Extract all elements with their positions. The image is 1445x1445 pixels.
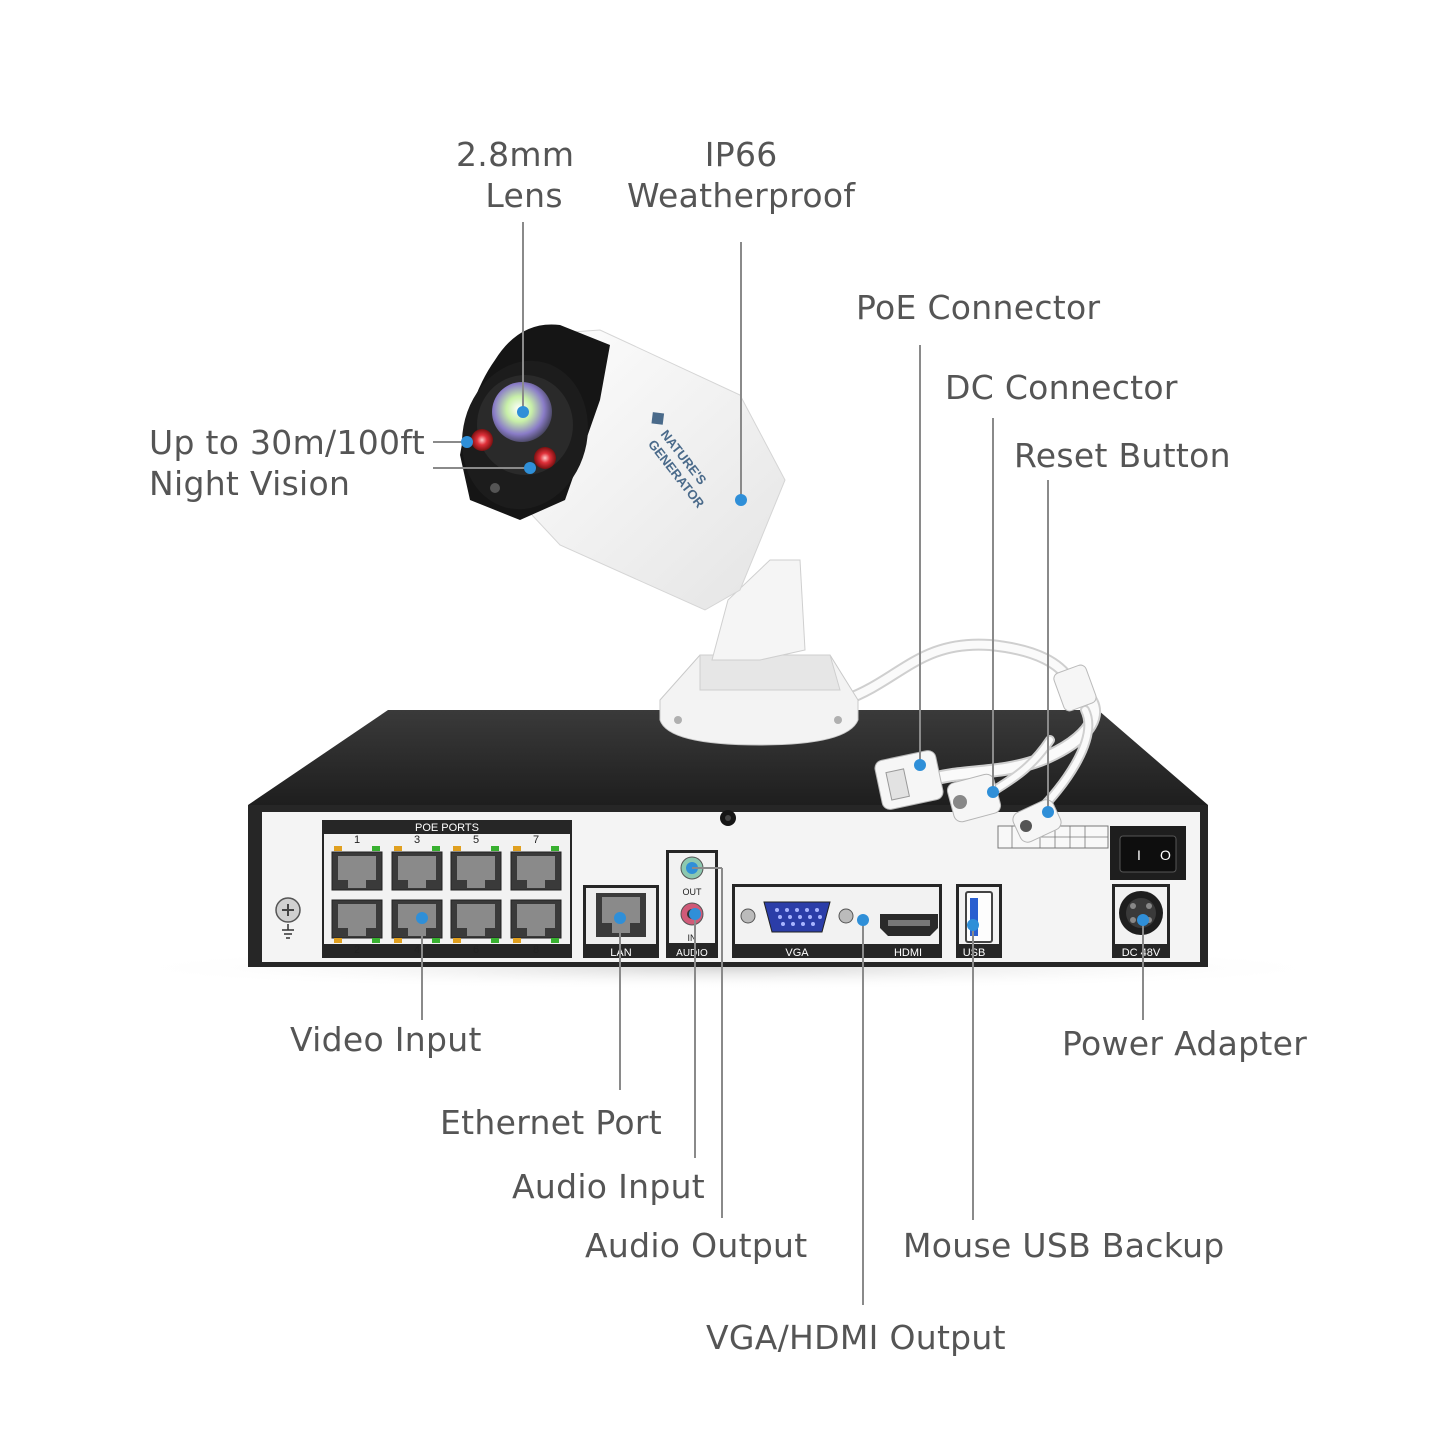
switch-on-label: I	[1137, 847, 1141, 863]
marker-power-adapter	[1137, 914, 1149, 926]
marker-weatherproof	[735, 494, 747, 506]
callout-dc-connector: DC Connector	[945, 368, 1178, 407]
callout-markers	[416, 406, 1149, 931]
marker-video-input	[416, 912, 428, 924]
callout-weatherproof-line1: IP66	[704, 135, 778, 174]
callout-lens-line1: 2.8mm	[456, 135, 575, 174]
marker-poe-connector	[914, 759, 926, 771]
callout-lens: 2.8mm Lens	[456, 134, 574, 216]
vga-label: VGA	[785, 947, 809, 959]
callout-reset-button: Reset Button	[1014, 436, 1231, 475]
camera-cable	[839, 638, 1102, 815]
callout-night-vision-line2: Night Vision	[149, 464, 351, 503]
poe-connector	[874, 750, 944, 810]
poe-port-number: 3	[414, 834, 420, 846]
poe-port-number: 7	[533, 834, 539, 846]
ir-led-right	[534, 447, 556, 469]
ir-led-left	[471, 429, 493, 451]
poe-port	[510, 846, 562, 891]
poe-port	[331, 899, 383, 943]
vga-screw-left	[740, 908, 756, 924]
callout-audio-input: Audio Input	[512, 1167, 706, 1206]
marker-usb	[967, 919, 979, 931]
poe-port	[450, 846, 502, 891]
poe-port	[331, 846, 383, 891]
marker-lens	[517, 406, 529, 418]
callout-poe-connector: PoE Connector	[856, 288, 1101, 327]
marker-vga-hdmi	[857, 914, 869, 926]
callout-weatherproof: IP66 Weatherproof	[627, 134, 855, 216]
poe-port-number: 1	[354, 834, 360, 846]
audio-label: AUDIO	[676, 948, 708, 959]
vga-screw-right	[838, 908, 854, 924]
audio-in-label: IN	[688, 933, 697, 943]
marker-ethernet-port	[614, 912, 626, 924]
callout-vga-hdmi-output: VGA/HDMI Output	[706, 1318, 1006, 1357]
callout-night-vision-line1: Up to 30m/100ft	[149, 423, 425, 462]
poe-port-number: 6	[473, 944, 479, 956]
leader-lines	[421, 222, 1144, 1305]
poe-port-number: 4	[414, 944, 420, 956]
usb-port	[965, 891, 993, 943]
marker-reset-button	[1042, 806, 1054, 818]
callout-audio-output: Audio Output	[585, 1226, 808, 1265]
lan-label: LAN	[610, 947, 631, 959]
cable-splitter	[1053, 664, 1097, 712]
poe-port	[450, 899, 502, 943]
callout-mouse-usb-backup: Mouse USB Backup	[903, 1226, 1225, 1265]
bullet-camera: NATURE'S GENERATOR	[460, 324, 859, 746]
poe-ports-label: POE PORTS	[415, 822, 479, 834]
poe-port	[510, 899, 562, 943]
callout-power-adapter: Power Adapter	[1062, 1024, 1308, 1063]
hdmi-label: HDMI	[894, 947, 922, 959]
light-sensor	[490, 483, 500, 493]
poe-port-number: 8	[533, 944, 539, 956]
poe-port	[391, 846, 443, 891]
callout-night-vision: Up to 30m/100ft Night Vision	[149, 422, 425, 504]
poe-port-number: 5	[473, 834, 479, 846]
poe-port-number: 2	[354, 944, 360, 956]
dc-connector	[946, 773, 1002, 823]
callout-video-input: Video Input	[290, 1020, 482, 1059]
dc-48v-label: DC 48V	[1122, 947, 1161, 959]
power-switch	[1119, 835, 1177, 873]
switch-off-label: O	[1160, 847, 1171, 863]
marker-ir-left	[461, 436, 473, 448]
callout-ethernet-port: Ethernet Port	[440, 1103, 662, 1142]
camera-stem	[711, 559, 806, 661]
callout-lens-line2: Lens	[485, 176, 563, 215]
marker-dc-connector	[987, 786, 999, 798]
marker-ir-right	[524, 462, 536, 474]
callout-weatherproof-line2: Weatherproof	[627, 176, 856, 215]
audio-out-label: OUT	[683, 887, 703, 897]
poe-port	[391, 899, 443, 943]
marker-audio-input	[689, 908, 701, 920]
